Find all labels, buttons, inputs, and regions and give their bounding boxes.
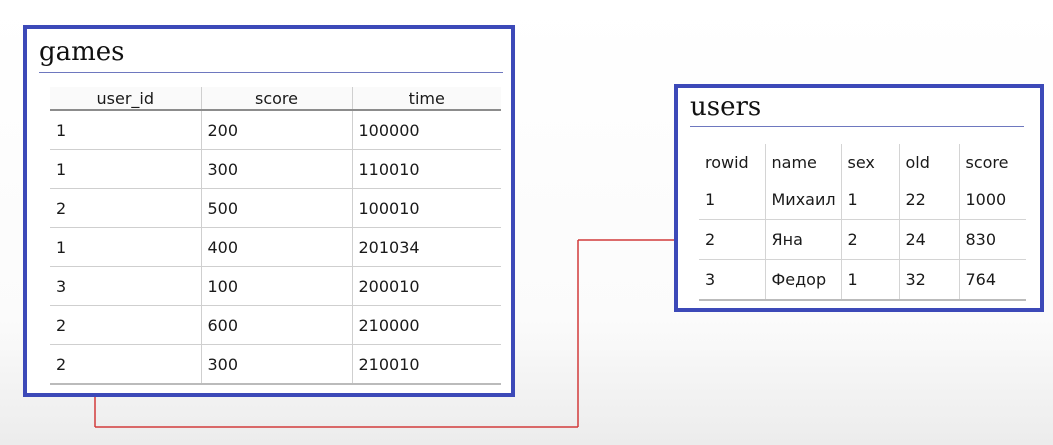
- users-cell-score[interactable]: 764: [958, 259, 1026, 301]
- games-header-row: user_id score time: [50, 87, 501, 111]
- users-column-header-old[interactable]: old: [898, 144, 959, 180]
- games-cell-user-id[interactable]: 1: [50, 149, 201, 189]
- games-table-row[interactable]: 1 200 100000: [50, 110, 501, 150]
- games-cell-user-id[interactable]: 2: [50, 344, 201, 385]
- games-cell-score[interactable]: 600: [200, 305, 352, 345]
- users-table-title: users: [690, 92, 762, 122]
- games-cell-score[interactable]: 200: [200, 110, 352, 150]
- users-cell-rowid[interactable]: 2: [699, 219, 765, 260]
- games-cell-user-id[interactable]: 2: [50, 188, 201, 228]
- users-table-row[interactable]: 1 Михаил 1 22 1000: [699, 180, 1026, 220]
- games-cell-time[interactable]: 201034: [351, 227, 501, 267]
- games-cell-user-id[interactable]: 1: [50, 227, 201, 267]
- games-table-row[interactable]: 3 100 200010: [50, 266, 501, 306]
- users-table: rowid name sex old score 1 Михаил 1 22 1…: [699, 144, 1026, 301]
- games-cell-time[interactable]: 210000: [351, 305, 501, 345]
- games-cell-score[interactable]: 300: [200, 149, 352, 189]
- games-cell-time[interactable]: 100010: [351, 188, 501, 228]
- games-table-panel: games user_id score time 1 200 100000 1 …: [23, 25, 515, 397]
- games-cell-user-id[interactable]: 3: [50, 266, 201, 306]
- users-title-underline: [690, 126, 1024, 127]
- games-cell-score[interactable]: 500: [200, 188, 352, 228]
- games-cell-time[interactable]: 200010: [351, 266, 501, 306]
- users-column-header-sex[interactable]: sex: [840, 144, 899, 180]
- users-column-header-score[interactable]: score: [958, 144, 1026, 180]
- games-table: user_id score time 1 200 100000 1 300 11…: [50, 87, 501, 385]
- users-cell-name[interactable]: Михаил: [764, 180, 841, 220]
- users-cell-sex[interactable]: 1: [840, 259, 899, 301]
- users-cell-old[interactable]: 22: [898, 180, 959, 220]
- users-column-header-rowid[interactable]: rowid: [705, 152, 749, 172]
- users-cell-name[interactable]: Федор: [764, 259, 841, 301]
- games-table-row[interactable]: 1 300 110010: [50, 149, 501, 189]
- users-cell-score[interactable]: 830: [958, 219, 1026, 260]
- games-table-row[interactable]: 2 300 210010: [50, 344, 501, 385]
- games-cell-time[interactable]: 110010: [351, 149, 501, 189]
- users-column-header-name[interactable]: name: [764, 144, 841, 180]
- users-cell-old[interactable]: 32: [898, 259, 959, 301]
- users-cell-score[interactable]: 1000: [958, 180, 1026, 220]
- games-cell-score[interactable]: 300: [200, 344, 352, 385]
- users-cell-rowid[interactable]: 3: [699, 259, 765, 301]
- games-column-header-user-id[interactable]: user_id: [50, 87, 201, 111]
- games-table-row[interactable]: 2 600 210000: [50, 305, 501, 345]
- games-cell-score[interactable]: 400: [200, 227, 352, 267]
- games-cell-score[interactable]: 100: [200, 266, 352, 306]
- games-cell-user-id[interactable]: 1: [50, 110, 201, 150]
- users-table-row[interactable]: 2 Яна 2 24 830: [699, 219, 1026, 260]
- users-table-panel: users rowid name sex old score 1 Михаил …: [674, 84, 1044, 312]
- users-cell-sex[interactable]: 2: [840, 219, 899, 260]
- users-table-row[interactable]: 3 Федор 1 32 764: [699, 259, 1026, 301]
- users-cell-sex[interactable]: 1: [840, 180, 899, 220]
- games-title-underline: [39, 72, 503, 73]
- users-cell-old[interactable]: 24: [898, 219, 959, 260]
- games-column-header-time[interactable]: time: [351, 87, 501, 111]
- users-cell-rowid[interactable]: 1: [705, 190, 716, 209]
- games-cell-time[interactable]: 210010: [351, 344, 501, 385]
- games-cell-user-id[interactable]: 2: [50, 305, 201, 345]
- games-table-row[interactable]: 2 500 100010: [50, 188, 501, 228]
- games-table-title: games: [39, 37, 125, 67]
- users-header-row: rowid name sex old score: [699, 144, 1026, 180]
- users-cell-name[interactable]: Яна: [764, 219, 841, 260]
- games-column-header-score[interactable]: score: [200, 87, 352, 111]
- games-cell-time[interactable]: 100000: [351, 110, 501, 150]
- games-table-row[interactable]: 1 400 201034: [50, 227, 501, 267]
